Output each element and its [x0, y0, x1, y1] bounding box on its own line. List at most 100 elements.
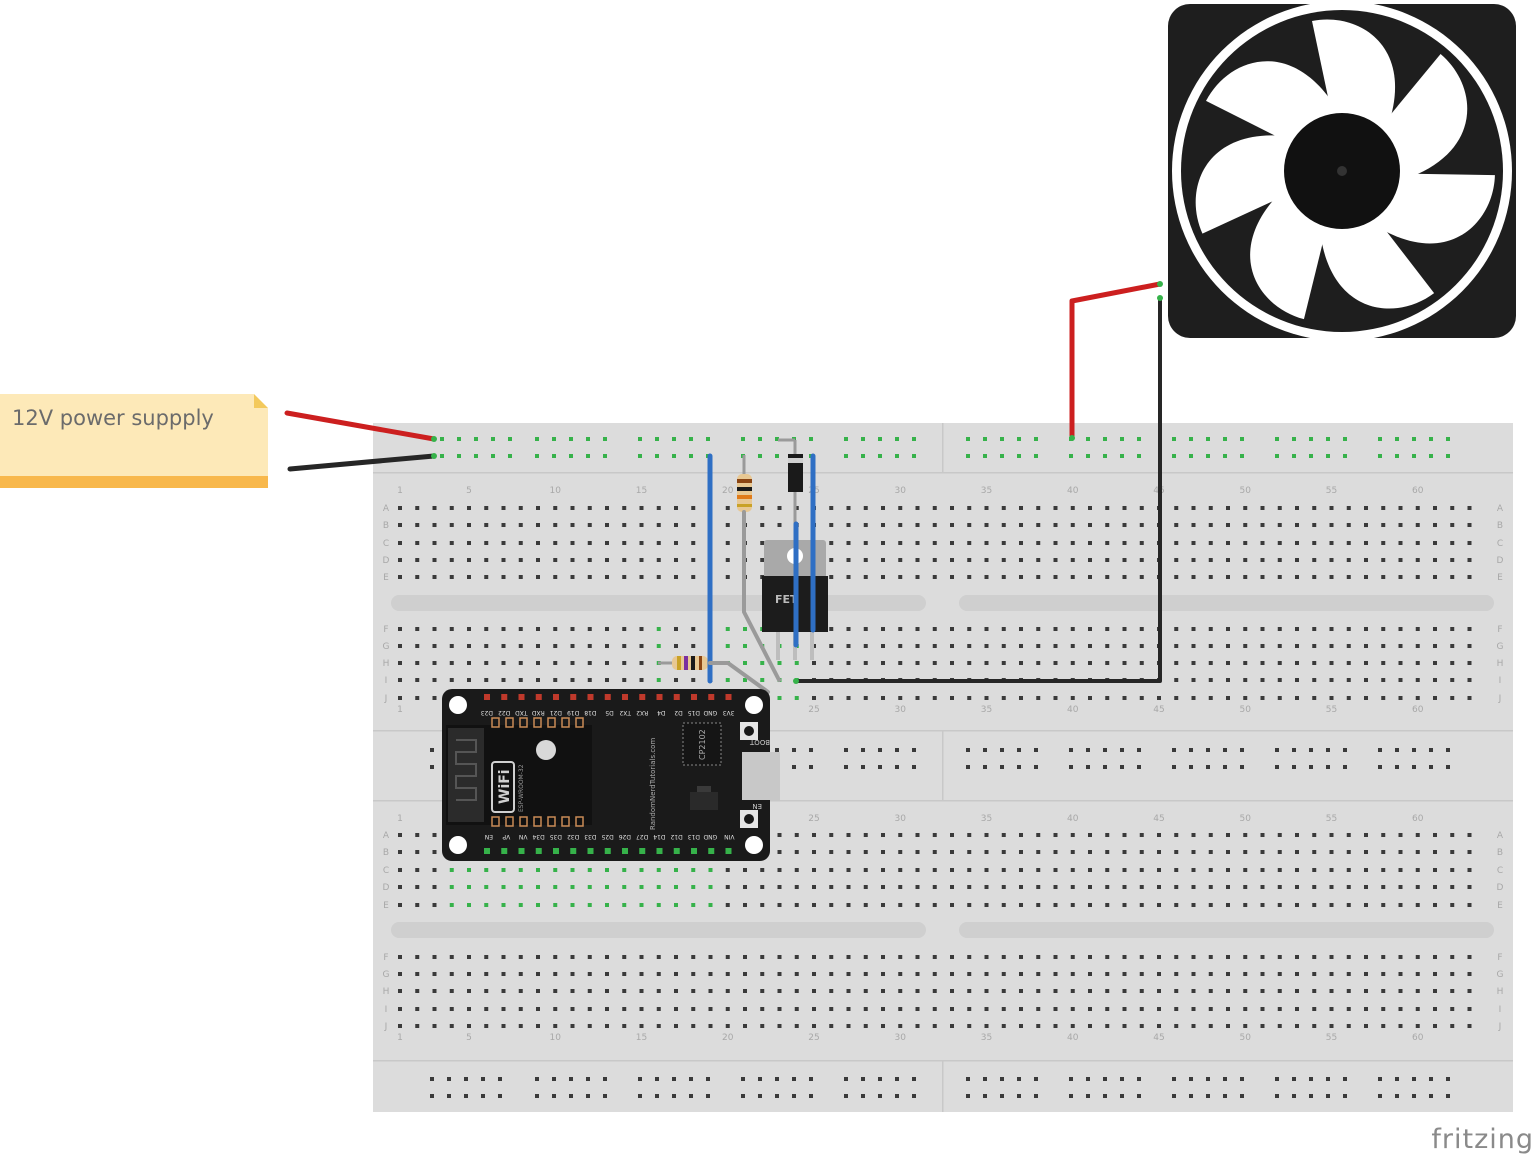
row-letter: I	[1499, 1005, 1502, 1015]
column-number: 60	[1412, 1033, 1424, 1043]
breadboard-hole	[1053, 1007, 1058, 1011]
rail-hole	[1326, 1094, 1330, 1098]
breadboard-hole	[1415, 506, 1420, 510]
breadboard-hole	[398, 903, 402, 907]
rail-hole	[1069, 1094, 1073, 1098]
breadboard-hole	[777, 833, 782, 837]
breadboard-hole	[1174, 661, 1179, 665]
breadboard-hole	[1174, 989, 1179, 993]
breadboard-hole	[1139, 989, 1144, 993]
breadboard-hole	[587, 575, 592, 579]
rail-hole	[706, 1077, 710, 1081]
rail-hole	[861, 454, 865, 458]
row-letter: E	[1497, 901, 1503, 911]
fan-blade	[1318, 215, 1435, 309]
breadboard-hole	[656, 868, 661, 872]
breadboard-hole	[777, 1024, 782, 1028]
rail-hole	[440, 437, 444, 441]
breadboard-hole	[898, 1024, 903, 1028]
breadboard-hole	[950, 903, 954, 907]
breadboard-hole	[898, 644, 903, 648]
breadboard-hole	[1036, 868, 1041, 872]
breadboard-hole	[432, 575, 437, 579]
breadboard-hole	[1139, 558, 1144, 562]
rail-hole	[1034, 454, 1038, 458]
breadboard-hole	[881, 833, 885, 837]
breadboard-hole	[656, 972, 661, 976]
rail-hole	[1223, 1094, 1227, 1098]
breadboard-hole	[863, 850, 868, 854]
breadboard-hole	[639, 506, 644, 510]
breadboard-hole	[1174, 850, 1179, 854]
breadboard-hole	[1295, 1024, 1299, 1028]
breadboard-hole	[605, 506, 609, 510]
breadboard-hole	[536, 627, 540, 631]
breadboard-hole	[967, 903, 972, 907]
breadboard-hole	[777, 661, 782, 665]
breadboard-hole	[915, 627, 920, 631]
breadboard-hole	[1174, 575, 1179, 579]
breadboard-hole	[1415, 627, 1420, 631]
breadboard-hole	[743, 972, 747, 976]
breadboard-hole	[1208, 678, 1213, 682]
rail-hole	[1034, 437, 1038, 441]
breadboard-hole	[794, 850, 799, 854]
resistor-band	[737, 487, 752, 491]
rail-hole	[1137, 454, 1141, 458]
breadboard-hole	[1260, 868, 1265, 872]
rail-hole	[586, 454, 590, 458]
breadboard-hole	[587, 972, 592, 976]
column-number: 55	[1326, 486, 1337, 496]
jumper-gray-2	[708, 661, 770, 694]
breadboard-hole	[691, 955, 696, 959]
breadboard-hole	[656, 885, 661, 889]
breadboard-hole	[1312, 644, 1317, 648]
breadboard-hole	[1381, 1024, 1386, 1028]
breadboard-hole	[881, 696, 885, 700]
regulator	[690, 792, 718, 810]
breadboard-hole	[1243, 1024, 1248, 1028]
breadboard-hole	[812, 972, 816, 976]
module-pad	[547, 717, 556, 728]
rail-hole	[758, 454, 762, 458]
breadboard-hole	[639, 541, 644, 545]
breadboard-hole	[1139, 885, 1144, 889]
breadboard-hole	[415, 678, 420, 682]
breadboard-hole	[605, 955, 609, 959]
breadboard-hole	[743, 1007, 747, 1011]
breadboard-hole	[605, 558, 609, 562]
rail-hole	[895, 1094, 899, 1098]
breadboard-hole	[1346, 627, 1351, 631]
breadboard-hole	[1467, 972, 1472, 976]
breadboard-hole	[674, 885, 678, 889]
column-number: 35	[981, 486, 992, 496]
breadboard-hole	[570, 955, 575, 959]
breadboard-hole	[1122, 833, 1127, 837]
breadboard-hole	[967, 661, 972, 665]
breadboard-hole	[984, 696, 989, 700]
breadboard-hole	[1364, 575, 1368, 579]
breadboard-hole	[1450, 523, 1455, 527]
breadboard-hole	[1226, 903, 1230, 907]
breadboard-hole	[1226, 678, 1230, 682]
wire-end	[793, 678, 799, 684]
breadboard-hole	[708, 868, 713, 872]
rail-hole	[586, 1077, 590, 1081]
breadboard-hole	[829, 575, 834, 579]
pin-label: D21	[550, 709, 562, 716]
breadboard-hole	[881, 575, 885, 579]
breadboard-hole	[1295, 868, 1299, 872]
breadboard-hole	[1415, 558, 1420, 562]
breadboard-hole	[1036, 575, 1041, 579]
rail-hole	[1172, 437, 1176, 441]
breadboard-hole	[1433, 1024, 1437, 1028]
rail-hole	[603, 1094, 607, 1098]
en-button-cap	[744, 814, 754, 824]
breadboard-hole	[743, 885, 747, 889]
breadboard-hole	[1398, 506, 1403, 510]
breadboard-hole	[622, 575, 627, 579]
column-number: 50	[1240, 814, 1252, 824]
breadboard-hole	[1191, 696, 1196, 700]
breadboard-hole	[536, 541, 540, 545]
